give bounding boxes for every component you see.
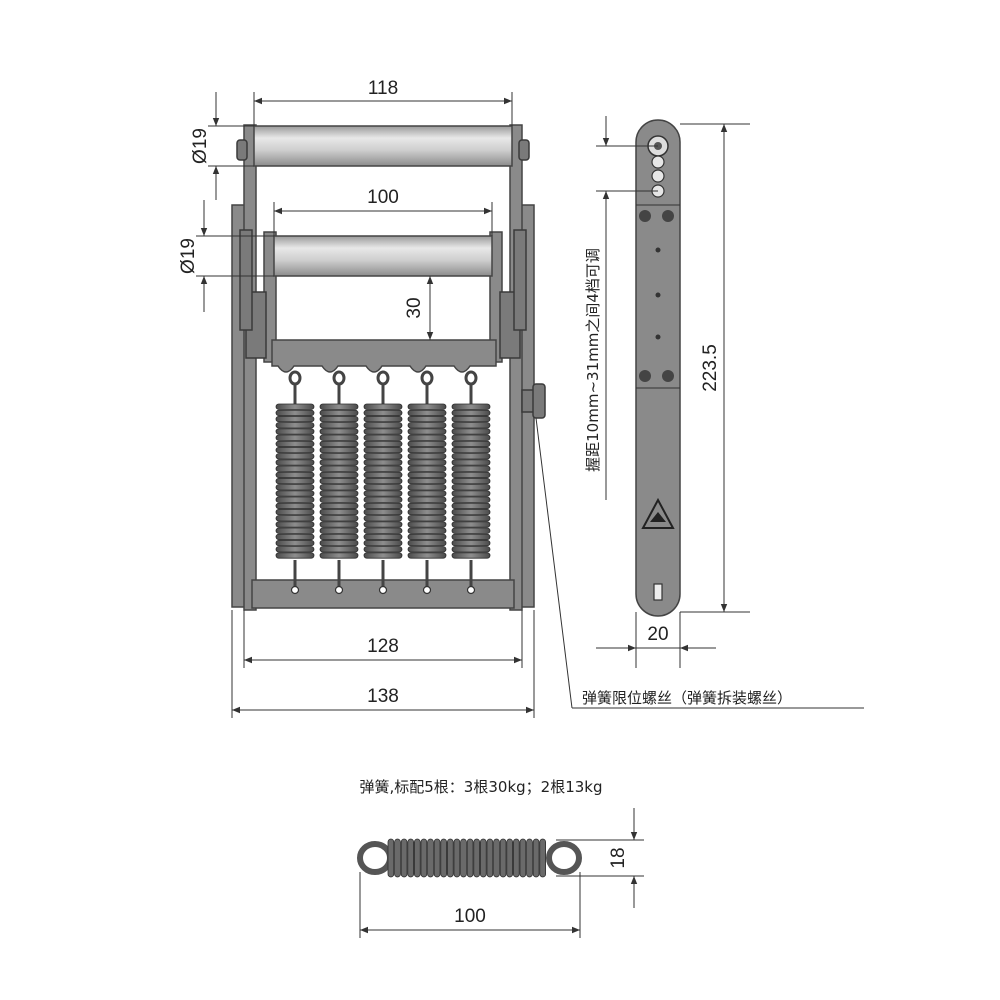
- inner-roller: [273, 235, 493, 277]
- spring-detail-coils: [387, 838, 546, 878]
- screw-callout: 弹簧限位螺丝（弹簧拆装螺丝）: [535, 417, 864, 709]
- grip-note-label: 握距10mm~31mm之间4档可调: [584, 248, 602, 472]
- right-inner-plate: [509, 124, 523, 611]
- top-roller-cap-right: [518, 139, 530, 161]
- side-bar-body: [635, 119, 681, 617]
- adjust-hole-2: [651, 155, 665, 169]
- left-guide: [239, 229, 253, 331]
- top-roller-cap-left: [236, 139, 248, 161]
- bottom-slot: [653, 583, 663, 601]
- bolt-top-right: [662, 210, 674, 222]
- right-guide: [513, 229, 527, 331]
- spring-4: [407, 370, 447, 595]
- warning-logo-icon: [641, 497, 675, 529]
- spring-detail: 弹簧,标配5根：3根30kg；2根13kg 18 100: [357, 778, 644, 938]
- left-inner-plate: [243, 124, 257, 611]
- dim-top-diameter-label: Ø19: [190, 128, 211, 164]
- top-roller: [253, 125, 513, 167]
- dim-spring-100-label: 100: [454, 906, 486, 927]
- adjust-hole-3: [651, 169, 665, 183]
- spring-1: [275, 370, 315, 595]
- spring-3: [363, 370, 403, 595]
- side-view-dimensions: 握距10mm~31mm之间4档可调 223.5 20: [584, 116, 750, 668]
- dim-100-inner-label: 100: [367, 187, 399, 208]
- dim-138-label: 138: [367, 686, 399, 707]
- screw-callout-label: 弹簧限位螺丝（弹簧拆装螺丝）: [582, 689, 792, 707]
- spring-hook-right: [546, 841, 582, 875]
- dim-18-label: 18: [608, 847, 629, 868]
- spring-2: [319, 370, 359, 595]
- bolt-top-left: [639, 210, 651, 222]
- front-view-dimensions: 118 100 Ø19 Ø19 30 128 138: [178, 78, 535, 718]
- springs-group: [275, 370, 491, 595]
- dim-128-label: 128: [367, 636, 399, 657]
- dim-118-label: 118: [368, 78, 398, 99]
- limit-screw-body: [521, 389, 535, 413]
- spring-hook-left: [357, 841, 393, 875]
- side-view: [635, 119, 681, 617]
- bolt-bottom-left: [639, 370, 651, 382]
- warning-logo-mark: [650, 512, 666, 522]
- dim-223-5-label: 223.5: [700, 344, 721, 392]
- limit-screw-knob: [532, 383, 546, 419]
- dim-20-label: 20: [647, 624, 668, 645]
- bolt-bottom-right: [662, 370, 674, 382]
- spring-caption: 弹簧,标配5根：3根30kg；2根13kg: [360, 778, 603, 796]
- spring-5: [451, 370, 491, 595]
- front-view: [231, 124, 546, 611]
- dim-inner-diameter-label: Ø19: [178, 238, 199, 274]
- spring-carrier-bar: [271, 339, 497, 373]
- dim-30-label: 30: [404, 297, 425, 318]
